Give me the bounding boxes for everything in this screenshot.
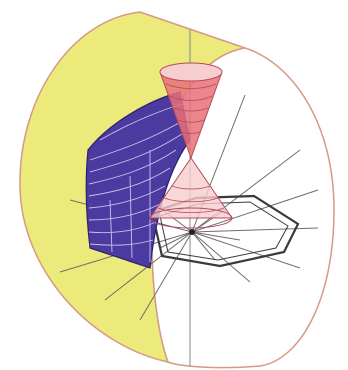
center-point <box>189 229 195 235</box>
light-cone-upper-rim <box>160 63 222 81</box>
